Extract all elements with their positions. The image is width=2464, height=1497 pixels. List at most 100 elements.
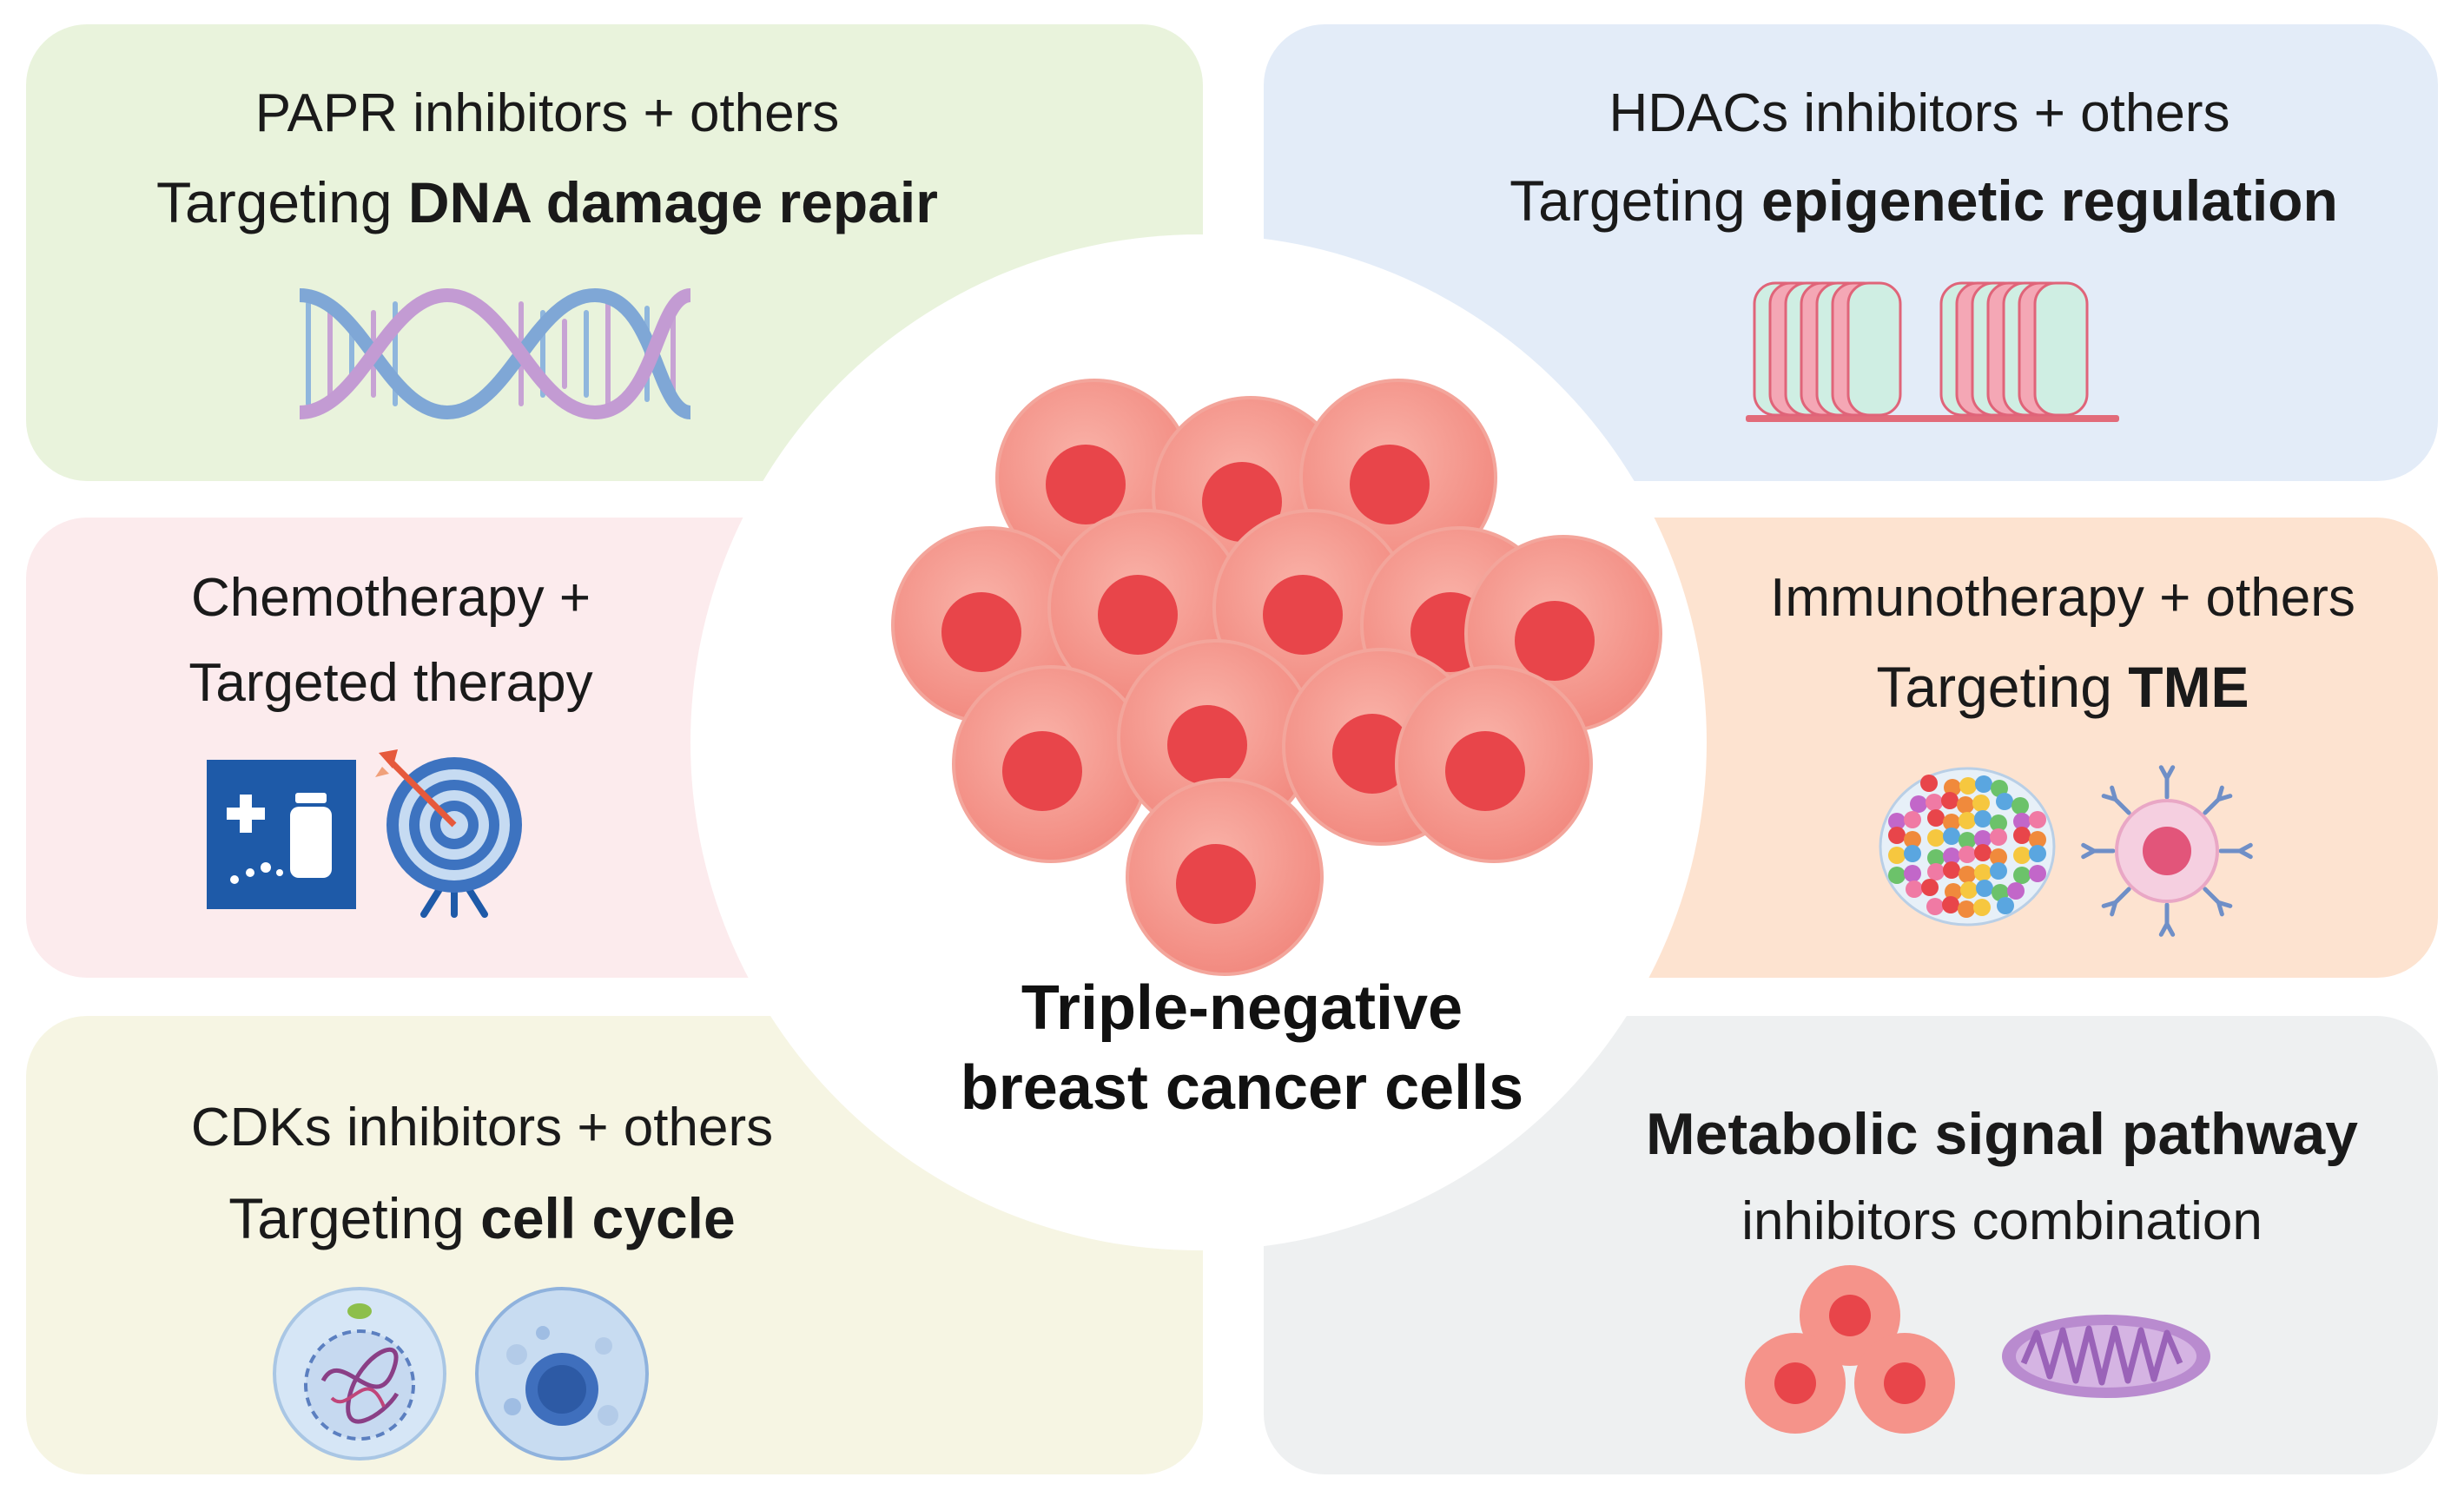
tumor-cell-dot [1927,863,1945,880]
cellcycle-panel-line1: CDKs inhibitors + others [190,1098,774,1157]
tumor-cell-dot [1974,810,1992,828]
cancer-cell-nucleus [1445,731,1525,811]
cancer-cell-nucleus [1167,705,1247,785]
mitochondria-icon [2002,1315,2210,1398]
cancer-cell-nucleus [1176,844,1256,924]
tumor-cell-dot [1959,812,1976,829]
cancer-cell-nucleus [1202,462,1282,542]
tumor-cell-dot [2029,845,2046,862]
medicine-box-icon [207,760,356,909]
tumor-cell-dot [1997,897,2014,914]
immuno-panel-line1: Immunotherapy + others [1770,568,2355,628]
tumor-cell-dot [1990,828,2007,846]
antibody [2101,887,2131,917]
tumor-cell-dot [1960,881,1978,899]
tumor-cell-dot [1959,777,1977,795]
tumor-cell-dot [1996,793,2013,810]
chemo-panel-line1: Chemotherapy + [190,568,591,628]
tumor-cell-dot [1943,861,1960,879]
antibody [2203,887,2233,917]
dna-panel-line1: PAPR inhibitors + others [254,83,840,143]
tumor-cell-dot [2029,811,2046,828]
tumor-cell-dot [1976,880,1993,897]
cancer-cell-nucleus [1002,731,1082,811]
tumor-cell-dot [1958,900,1975,918]
nucleosome-disc [2033,281,2089,417]
tumor-cell-dot [1906,880,1923,898]
antibody [2081,842,2116,860]
tumor-cell-dot [1904,811,1921,828]
tumor-cell-dot [1974,844,1992,861]
cancer-cell-nucleus [1046,445,1126,524]
tumor-cell-dot [1972,795,1990,812]
metabolic-panel-line1: Metabolic signal pathway [1646,1101,2358,1167]
tumor-cell-dot [1904,865,1921,882]
cell-nucleus-icon [273,1287,446,1461]
tumor-cell-dot [1888,813,1906,830]
metabolic-panel-line2: inhibitors combination [1741,1191,2263,1251]
tumor-cell-dot [1974,864,1992,881]
cancer-cell-nucleus [1263,575,1343,655]
immune-cell-icon [2081,765,2253,937]
center-title: Triple-negative breast cancer cells [782,968,1702,1128]
tumor-cell-dot [1959,866,1976,883]
tumor-cell-dot [1921,879,1939,896]
nucleosome-icon [1746,281,2119,422]
immuno-panel-line2: Targeting TME [1876,655,2249,719]
center-title-line2: breast cancer cells [960,1053,1524,1123]
tumor-cell-dot [1990,848,2007,866]
cell-division-icon [475,1287,649,1461]
cancer-cell-nucleus [941,592,1021,672]
tumor-cell-dot [1943,847,1960,865]
antibody [2203,785,2233,815]
tumor-cell-dot [2013,813,2031,830]
epigenetic-panel-line1: HDACs inhibitors + others [1609,83,2230,143]
tumor-cell-dot [2013,827,2031,844]
tumor-cell-dot [1959,846,1976,863]
cellcycle-panel-line2: Targeting cell cycle [228,1186,736,1250]
tumor-cell-dot [1973,899,1991,916]
epigenetic-panel-line2: Targeting epigenetic regulation [1509,168,2338,233]
tumor-cell-dot [2013,847,2031,864]
chemo-panel-line2: Targeted therapy [188,653,593,713]
tumor-cell-dot [1910,795,1927,813]
tumor-cell-dot [1975,775,1992,793]
tumor-cell-dot [1942,896,1959,913]
antibody [2158,765,2176,800]
tumor-cell-dot [1927,849,1945,867]
tumor-cell-dot [1943,814,1960,831]
cancer-cell-nucleus [1515,601,1595,681]
target-arrow-icon [375,749,522,918]
center-title-line1: Triple-negative [1021,973,1463,1043]
cancer-cell-cluster-icon [891,379,1662,976]
tumor-cell-dot [1992,884,2009,901]
antibody [2101,785,2131,815]
tumor-cell-dot [1888,867,1906,884]
tumor-cell-dot [1957,796,1974,814]
tumor-cell-dot [1943,828,1960,845]
antibody [2218,842,2253,860]
cancer-cell-nucleus [1332,714,1412,794]
tumor-cell-dot [1990,814,2007,832]
antibody [2158,902,2176,937]
tumor-cluster-icon [1879,767,2056,927]
tumor-cell-dot [2029,865,2046,882]
tumor-cell-dot [1926,794,1943,811]
tumor-cell-dot [1941,792,1959,809]
tumor-cell-dot [1959,832,1976,849]
cancer-cells-icon [1745,1265,1955,1434]
tumor-cell-dot [2011,797,2029,814]
dna-helix-icon [299,287,692,420]
tumor-cell-dot [1904,845,1921,862]
tumor-cell-dot [2013,867,2031,884]
tumor-cell-dot [1888,847,1906,864]
tumor-cell-dot [1945,883,1962,900]
tumor-cell-dot [1927,829,1945,847]
tumor-cell-dot [1926,898,1944,915]
tumor-cell-dot [2029,831,2046,848]
tumor-cell-dot [1904,831,1921,848]
tumor-cell-dot [1888,827,1906,844]
tumor-cell-dot [1990,862,2007,880]
tumor-cell-dot [1991,780,2008,797]
tumor-cell-dot [1974,830,1992,847]
